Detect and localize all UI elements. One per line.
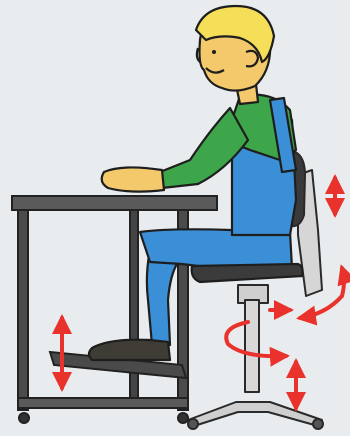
seated-person xyxy=(89,6,303,360)
chair-seat xyxy=(192,264,303,282)
desk-top xyxy=(12,196,217,210)
hand xyxy=(102,167,164,191)
desk-leg-front xyxy=(18,210,28,410)
shoe xyxy=(89,340,170,360)
desk-rail xyxy=(18,398,188,408)
gas-lift-column xyxy=(245,300,259,392)
chair-base xyxy=(188,402,322,426)
